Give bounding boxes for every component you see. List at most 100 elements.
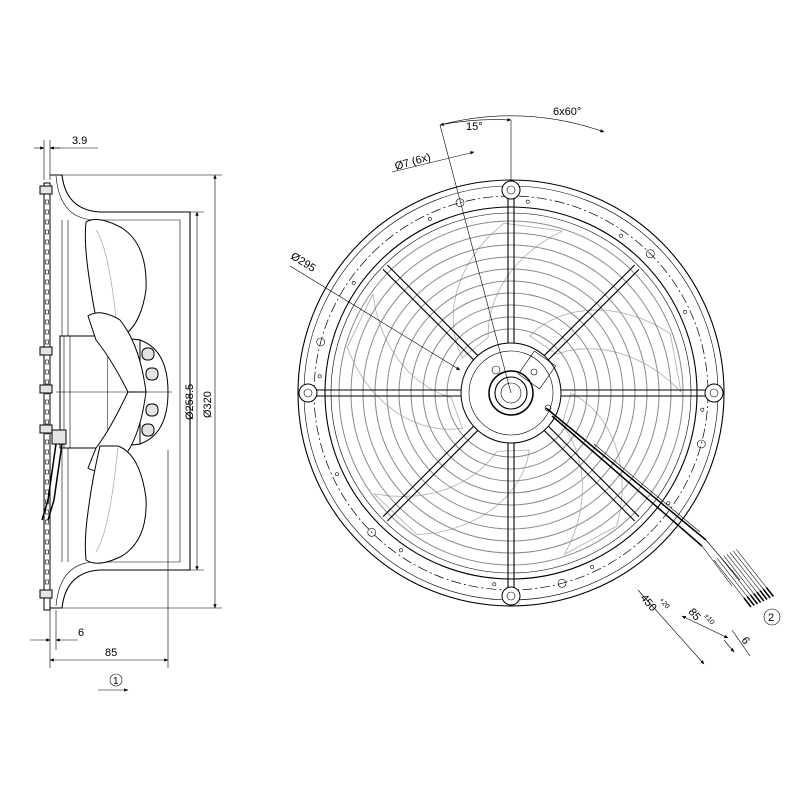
flange-hatch-mark [45,299,49,305]
flange-hatch-mark [45,419,49,425]
dim-depth: 85 [49,450,169,668]
dim-depth-label: 85 [105,647,117,659]
dim-cable-length-tol: +20 [657,597,670,611]
flange-hatch-mark [45,279,49,285]
flange-hatch-mark [45,519,49,525]
rim-hole [666,501,671,506]
rim-hole [700,407,705,412]
spoke-boss-hole [709,388,719,398]
dim-strip-length-label: 85 [686,606,703,623]
guard-ring [338,220,684,566]
dim-bottom-offset-label: 6 [78,627,84,639]
rim-hole [492,582,497,587]
view-marker-2: 2 [763,608,781,626]
mounting-hole [557,578,567,588]
spoke-boss [298,383,318,403]
spoke-boss-hole [506,185,516,195]
flange-hatch-mark [45,459,49,465]
dim-top-offset-label: 3.9 [72,135,87,147]
rim-hole [427,217,432,221]
housing-inner [55,175,181,607]
wire [720,556,751,596]
cable-wire-ends [713,549,774,608]
wire [716,558,748,597]
dim-hole-spacing-angle: 6x60° [439,106,605,133]
dim-cable-length-label: 450 [638,592,659,614]
dim-inner-diameter: Ø258.5 [180,211,204,571]
blade-outline [346,292,464,430]
spoke-boss-hole [506,591,516,601]
guard-ring [386,268,636,518]
rim-hole [317,374,322,379]
spoke-boss [501,586,521,606]
flange-hatch-mark [45,559,49,565]
mounting-hole [316,337,326,347]
wire-tip [753,593,762,603]
fan-blades-side [84,219,147,564]
wire-tip [762,588,771,599]
flange-hatch-mark [45,469,49,475]
dim-hole-spacing-angle-label: 6x60° [553,106,581,118]
flange-hatch-mark [45,379,49,385]
wire [736,549,767,588]
flange-hatch-mark [45,249,49,255]
flange-hatch-mark [45,199,49,205]
flange-hatch-mark [45,289,49,295]
wire-tip [759,590,768,600]
rim-hole [525,199,530,204]
wire-tip [746,596,755,606]
guard-rings [338,220,684,566]
dim-cable-length: 450 +20 [593,443,705,665]
mounting-hole [367,527,377,537]
wire-tip [743,597,752,608]
flange-hatch-mark [45,569,49,575]
flange-hatch-mark [45,239,49,245]
wire-tip [765,587,774,597]
flange-hatch-mark [45,479,49,485]
blade-outline [561,392,623,556]
cable-gland-side [41,429,67,521]
flange-hatch-mark [45,549,49,555]
dim-wire-strip-label: 6 [739,635,752,647]
guard-spoke [538,424,636,522]
flange-hatch [45,199,49,595]
guard-ring [410,292,612,494]
power-cable [545,407,774,608]
guard-spoke [542,420,640,518]
flange-hatch-mark [45,409,49,415]
side-view: 3.9 Ø320 Ø258.5 6 85 [30,135,222,692]
wire [732,550,764,590]
guard-ring [422,304,600,482]
wire [713,559,745,599]
flange-hatch-mark [45,339,49,345]
flange-hatch-mark [45,359,49,365]
dim-overall-diameter: Ø320 [62,174,222,609]
guard-ring [350,232,672,554]
dim-bolt-circle-label: Ø295 [288,250,317,274]
guard-ring [362,244,660,542]
dim-wire-strip: 6 [723,629,752,657]
dim-strip-length: 85 ±10 [681,606,729,639]
front-view: Ø295 Ø7 (6x) 15° 6x60° 450 +20 [288,106,781,665]
wire [726,553,758,593]
wire-tip [756,591,765,602]
flange-hatch-mark [45,579,49,585]
flange-hatch-mark [45,539,49,545]
guard-ring [398,280,624,506]
flange-plate [43,182,51,611]
guard-spoke [386,264,484,362]
dim-top-offset: 3.9 [34,135,98,180]
guard-ring [446,328,576,458]
spoke-boss [704,383,724,403]
flange-hatch-mark [45,219,49,225]
dim-holes-label: Ø7 (6x) [394,151,433,173]
flange-hatch-mark [45,509,49,515]
rim-hole [351,280,356,285]
flange-hatch-mark [45,229,49,235]
guard-spoke [386,424,484,522]
view-marker-1-label: 1 [113,676,119,687]
rim-hole [398,548,403,553]
mounting-hole [696,439,706,449]
dim-overall-diameter-label: Ø320 [202,391,214,418]
